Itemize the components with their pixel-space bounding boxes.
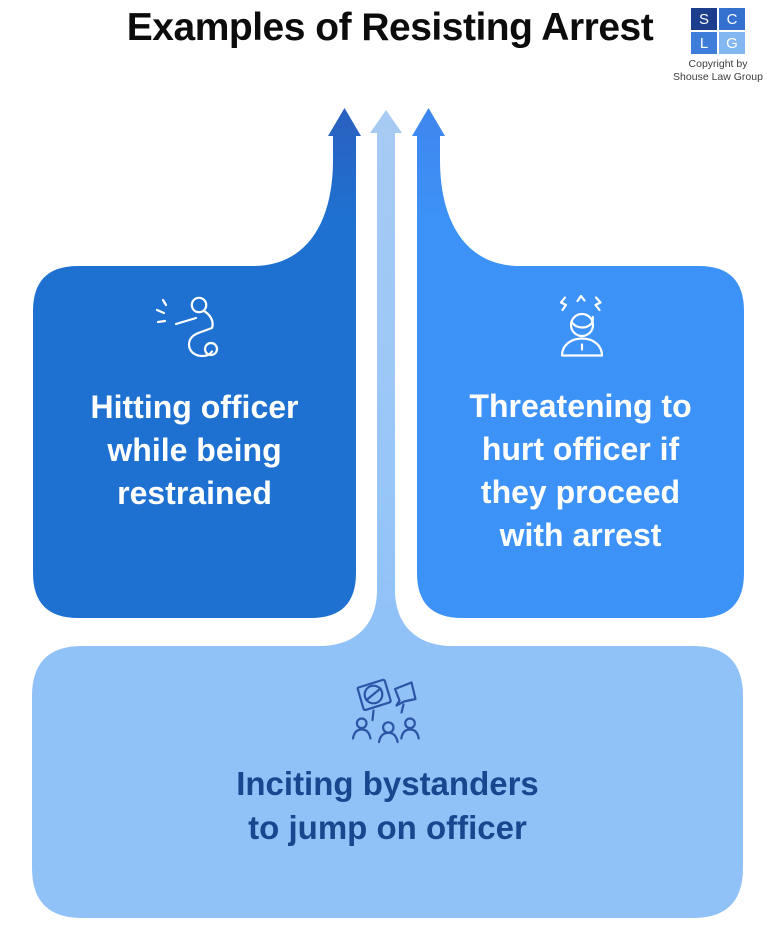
card-text-line: Threatening to xyxy=(469,388,692,424)
right-card-and-up-arrow-shape xyxy=(412,108,744,618)
card-text-line: Inciting bystanders xyxy=(236,765,539,802)
logo-letter-c: C xyxy=(719,8,745,30)
card-inciting-bystanders-text: Inciting bystanders to jump on officer xyxy=(32,762,743,850)
card-text-line: Hitting officer xyxy=(90,389,299,425)
card-text-line: with arrest xyxy=(499,517,662,553)
left-card-and-up-arrow-shape xyxy=(33,108,361,618)
middle-up-arrow-and-bottom-card-shape xyxy=(32,110,743,918)
shouse-law-group-logo: S C L G xyxy=(691,8,745,54)
card-text-line: to jump on officer xyxy=(248,809,527,846)
copyright-line-1: Copyright by xyxy=(688,58,748,70)
copyright-line-2: Shouse Law Group xyxy=(673,70,763,83)
protest-crowd-icon xyxy=(347,671,431,749)
card-text-line: while being xyxy=(107,432,282,468)
logo-letter-g: G xyxy=(719,32,745,54)
card-text-line: they proceed xyxy=(480,474,681,510)
logo-letter-l: L xyxy=(691,32,717,54)
card-text-line: restrained xyxy=(117,475,272,511)
punch-icon xyxy=(152,294,232,364)
logo-grid: S C L G xyxy=(691,8,745,54)
card-hitting-officer-text: Hitting officer while being restrained xyxy=(33,386,356,515)
card-threatening-officer-text: Threatening to hurt officer if they proc… xyxy=(417,385,744,557)
card-text-line: hurt officer if xyxy=(481,431,680,467)
page-title: Examples of Resisting Arrest xyxy=(126,6,654,49)
angry-person-icon xyxy=(553,292,617,362)
logo-letter-s: S xyxy=(691,8,717,30)
copyright-notice: Copyright by Shouse Law Group xyxy=(666,58,768,83)
